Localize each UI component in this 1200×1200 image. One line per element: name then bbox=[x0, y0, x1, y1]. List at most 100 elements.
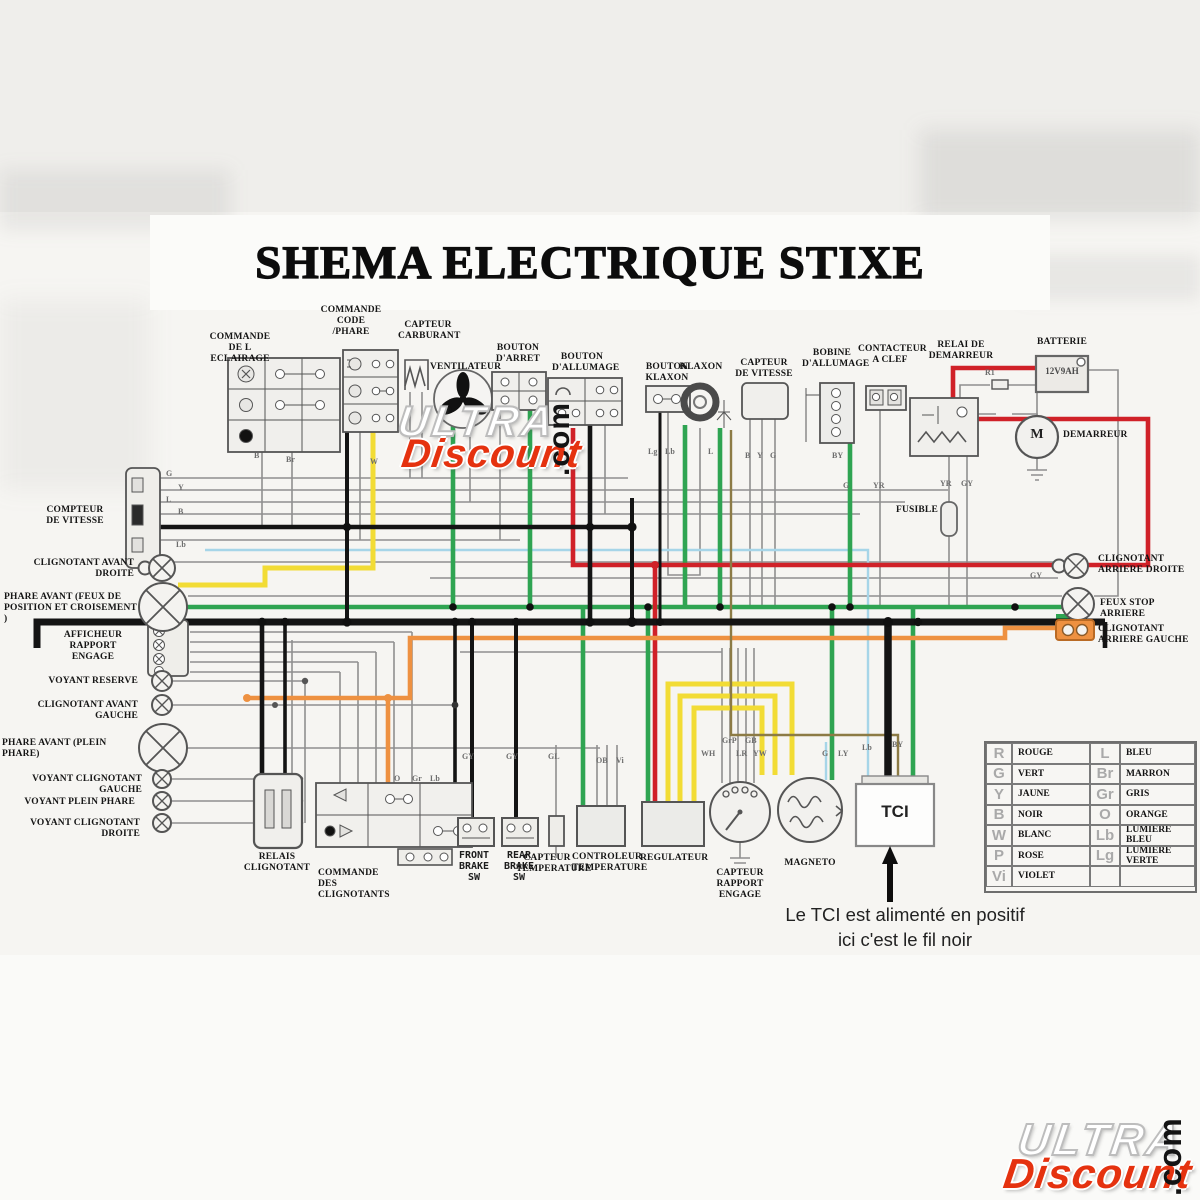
label-regulateur: REGULATEUR bbox=[640, 853, 709, 863]
wire-tag: YW bbox=[753, 749, 767, 758]
legend-name: LUMIERE VERTE bbox=[1120, 845, 1195, 866]
label-compteur-vitesse: COMPTEUR DE VITESSE bbox=[46, 505, 104, 527]
r1-resistor bbox=[991, 379, 1009, 390]
label-clignotant-avant-droite: CLIGNOTANT AVANT DROITE bbox=[33, 558, 134, 580]
junction-dots bbox=[243, 522, 1019, 827]
capteur-temperature-symbol bbox=[548, 815, 565, 847]
label-magneto: MAGNETO bbox=[784, 858, 836, 868]
wire-tag: Lb bbox=[862, 743, 872, 752]
legend-code: G bbox=[986, 763, 1012, 784]
red-wires bbox=[570, 365, 1151, 802]
tci-box bbox=[854, 775, 936, 848]
legend-name: ORANGE bbox=[1120, 804, 1195, 825]
wire-tag: Lb bbox=[430, 774, 440, 783]
legend-name: GRIS bbox=[1120, 784, 1195, 805]
label-commande-code-phare: COMMANDE CODE /PHARE bbox=[320, 305, 382, 338]
wire-tag: GY bbox=[462, 752, 474, 761]
capteur-carburant-symbol bbox=[404, 359, 429, 390]
wire-tag: G bbox=[166, 469, 173, 478]
legend-name: VIOLET bbox=[1012, 866, 1090, 887]
label-commande-clignotants: COMMANDE DES CLIGNOTANTS bbox=[318, 868, 390, 901]
label-voyant-reserve: VOYANT RESERVE bbox=[48, 676, 138, 686]
label-capteur-rapport-engage: CAPTEUR RAPPORT ENGAGE bbox=[716, 868, 764, 901]
legend-name: BLANC bbox=[1012, 825, 1090, 846]
wire-tag: G bbox=[843, 481, 850, 490]
label-relais-clignotant: RELAIS CLIGNOTANT bbox=[243, 852, 311, 874]
legend-name: MARRON bbox=[1120, 763, 1195, 784]
wire-tag: OB bbox=[596, 756, 608, 765]
legend-code: B bbox=[986, 804, 1012, 825]
wire-tag: GY bbox=[961, 479, 973, 488]
label-bouton-klaxon: BOUTON KLAXON bbox=[645, 362, 689, 384]
wire-color-legend: R ROUGE L BLEU G VERT Br MARRON Y JAUNE … bbox=[984, 741, 1197, 893]
wire-tag: Vi bbox=[616, 756, 624, 765]
label-capteur-temperature: CAPTEUR TEMPERATURE bbox=[516, 853, 592, 875]
label-capteur-carburant: CAPTEUR CARBURANT bbox=[398, 320, 461, 342]
controleur-temperature-box bbox=[576, 805, 626, 847]
legend-code: R bbox=[986, 743, 1012, 764]
label-batterie: BATTERIE bbox=[1037, 337, 1087, 347]
wire-tag: B bbox=[745, 451, 751, 460]
wire-tag: G bbox=[770, 451, 777, 460]
legend-code bbox=[1090, 866, 1120, 887]
label-capteur-vitesse: CAPTEUR DE VITESSE bbox=[735, 358, 793, 380]
wire-tag: O bbox=[394, 774, 401, 783]
wire-tag: LY bbox=[838, 749, 849, 758]
wire-tag: GY bbox=[1030, 571, 1042, 580]
legend-code: Vi bbox=[986, 866, 1012, 887]
wire-tag: W bbox=[370, 457, 378, 466]
green-wires bbox=[148, 402, 1073, 807]
label-controleur-temperature: CONTROLEUR TEMPERATURE bbox=[572, 852, 648, 874]
wire-tag: BY bbox=[892, 740, 904, 749]
wire-tag: YR bbox=[940, 479, 952, 488]
label-bouton-allumage: BOUTON D'ALLUMAGE bbox=[552, 352, 620, 374]
wire-tag: Y bbox=[178, 483, 184, 492]
legend-code: Y bbox=[986, 784, 1012, 805]
front-brake-switch bbox=[457, 817, 495, 847]
label-voyant-clignotant-gauche: VOYANT CLIGNOTANT GAUCHE bbox=[32, 774, 142, 796]
by-wire bbox=[729, 430, 900, 783]
tci-note: Le TCI est alimenté en positif ici c'est… bbox=[780, 903, 1030, 953]
label-fusible: FUSIBLE bbox=[895, 505, 938, 515]
compteur-connector bbox=[125, 467, 161, 569]
wire-tag: Y bbox=[757, 451, 763, 460]
gray-harness bbox=[160, 369, 1119, 864]
capteur-vitesse-box bbox=[741, 382, 789, 420]
label-phare-avant-plein: PHARE AVANT (PLEIN PHARE) bbox=[2, 738, 107, 760]
legend-code: Lb bbox=[1090, 825, 1120, 846]
legend-name: VERT bbox=[1012, 763, 1090, 784]
wire-tag: Br bbox=[286, 455, 295, 464]
tci-note-line2: ici c'est le fil noir bbox=[837, 928, 973, 950]
wire-tag: GY bbox=[506, 752, 518, 761]
label-voyant-clignotant-droite: VOYANT CLIGNOTANT DROITE bbox=[30, 818, 140, 840]
bouton-allumage-switch bbox=[547, 377, 623, 426]
relais-clignotant-box bbox=[252, 772, 304, 850]
label-bobine-allumage: BOBINE D'ALLUMAGE bbox=[802, 348, 870, 370]
rear-brake-switch bbox=[501, 817, 539, 847]
label-feux-stop-arriere: FEUX STOP ARRIERE bbox=[1100, 598, 1155, 620]
label-contacteur-clef: CONTACTEUR A CLEF bbox=[858, 344, 927, 366]
label-clignotant-arriere-droite: CLIGNOTANT ARRIERE DROITE bbox=[1098, 554, 1185, 576]
label-clignotant-avant-gauche: CLIGNOTANT AVANT GAUCHE bbox=[37, 700, 138, 722]
black-wires bbox=[33, 412, 1108, 838]
lightblue-wires bbox=[205, 548, 870, 783]
wire-tag: L bbox=[708, 447, 714, 456]
legend-name: ROUGE bbox=[1012, 743, 1090, 764]
wire-tag: WH bbox=[701, 749, 716, 758]
orange-wires bbox=[247, 625, 1058, 785]
magneto-coils bbox=[777, 777, 844, 843]
legend-name: NOIR bbox=[1012, 804, 1090, 825]
wire-tag: B bbox=[178, 507, 184, 516]
wire-tag: BY bbox=[832, 451, 844, 460]
commande-eclairage-switch bbox=[227, 357, 341, 453]
label-afficheur-rapport: AFFICHEUR RAPPORT ENGAGE bbox=[63, 630, 123, 663]
legend-code: Br bbox=[1090, 763, 1120, 784]
legend-code: W bbox=[986, 825, 1012, 846]
tci-text: TCI bbox=[881, 802, 909, 821]
wire-tag: GL bbox=[548, 752, 560, 761]
left-lamps bbox=[137, 554, 188, 833]
label-voyant-plein-phare: VOYANT PLEIN PHARE bbox=[24, 797, 135, 807]
label-demarreur: DEMARREUR bbox=[1063, 430, 1128, 440]
